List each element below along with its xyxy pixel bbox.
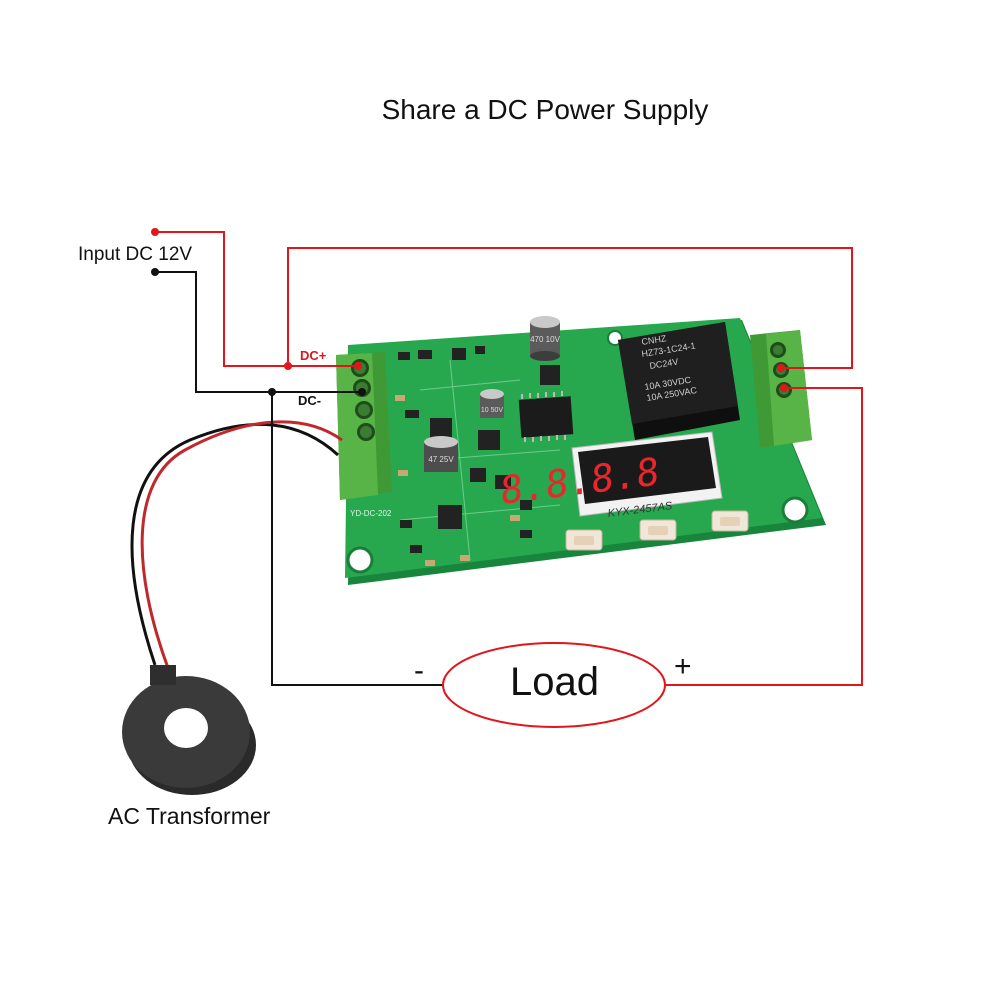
junction-dot: [354, 362, 362, 370]
push-button[interactable]: [711, 510, 749, 532]
capacitor-marking: 47 25V: [428, 455, 454, 464]
push-button[interactable]: [565, 529, 603, 551]
relay-marking: CNHZ: [641, 333, 668, 347]
mcu-chip: [518, 391, 574, 442]
input-minus-terminal: [151, 268, 159, 276]
input-voltage-label: Input DC 12V: [78, 244, 193, 265]
seven-segment-display: 8.8.8.8 KYX-2457AS: [500, 431, 723, 520]
pcb-board: 470 10V 10 50V 47 25V YD-DC-202 8.8.8.8 …: [336, 316, 826, 585]
mount-hole: [346, 546, 374, 574]
dc-plus-label: DC+: [300, 348, 327, 363]
load-ellipse: [442, 642, 666, 728]
capacitor: 470 10V: [530, 316, 561, 361]
load-minus-sign: -: [414, 654, 424, 687]
capacitor: 10 50V: [480, 389, 504, 418]
capacitor-marking: 10 50V: [481, 407, 504, 414]
input-plus-terminal: [151, 228, 159, 236]
push-button[interactable]: [639, 519, 677, 541]
dc-minus-wire: [155, 271, 362, 393]
ground-to-load-wire: [271, 392, 443, 686]
junction-dot: [780, 384, 788, 392]
junction-dot: [358, 388, 366, 396]
dc-minus-label: DC-: [298, 393, 322, 408]
capacitor: 47 25V: [424, 436, 458, 472]
mount-hole: [781, 496, 809, 524]
transformer-label: AC Transformer: [108, 803, 271, 829]
relay-common-wire: [287, 247, 853, 369]
diagram-title: Share a DC Power Supply: [381, 94, 709, 125]
capacitor-marking: 470 10V: [530, 335, 560, 344]
ac-transformer: [122, 665, 256, 795]
junction-dot: [268, 388, 276, 396]
junction-dot: [284, 362, 292, 370]
smd-components: [398, 346, 560, 553]
relay: CNHZ HZ73-1C24-1 DC24V 10A 30VDC 10A 250…: [618, 322, 740, 440]
input-terminal-block: [336, 352, 392, 500]
transformer-wires: [130, 420, 343, 669]
board-silkscreen: YD-DC-202: [350, 509, 392, 518]
junction-dot: [777, 364, 785, 372]
relay-to-load-wire: [666, 387, 863, 686]
relay-marking: DC24V: [649, 357, 679, 371]
load-label: Load: [510, 660, 599, 704]
load-plus-sign: +: [674, 650, 692, 683]
